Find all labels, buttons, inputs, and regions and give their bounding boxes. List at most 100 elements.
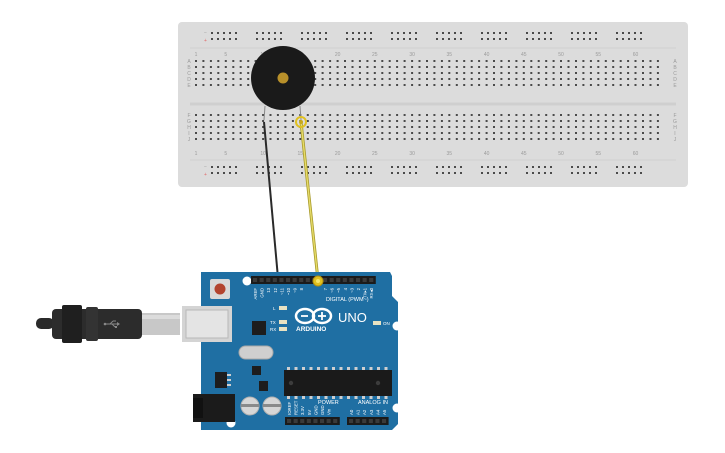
breadboard-hole[interactable] (649, 60, 652, 62)
breadboard-hole[interactable] (232, 114, 235, 116)
breadboard-hole[interactable] (247, 132, 250, 134)
breadboard-hole[interactable] (627, 84, 630, 86)
breadboard-hole[interactable] (440, 72, 443, 74)
rail-hole[interactable] (370, 38, 372, 40)
breadboard-hole[interactable] (619, 114, 622, 116)
breadboard-hole[interactable] (522, 66, 525, 68)
breadboard-hole[interactable] (202, 120, 205, 122)
rail-hole[interactable] (370, 172, 372, 174)
breadboard-hole[interactable] (262, 114, 265, 116)
header-pin[interactable] (299, 278, 304, 282)
breadboard-hole[interactable] (209, 120, 212, 122)
breadboard-hole[interactable] (239, 126, 242, 128)
breadboard-hole[interactable] (649, 138, 652, 140)
breadboard-hole[interactable] (656, 66, 659, 68)
breadboard-hole[interactable] (493, 84, 495, 86)
rail-hole[interactable] (571, 32, 573, 34)
breadboard-hole[interactable] (224, 78, 227, 80)
breadboard-hole[interactable] (224, 126, 227, 128)
breadboard-hole[interactable] (239, 138, 242, 140)
header-pin[interactable] (320, 419, 325, 423)
rail-hole[interactable] (544, 38, 546, 40)
breadboard-hole[interactable] (619, 132, 622, 134)
rail-hole[interactable] (217, 166, 219, 168)
breadboard-hole[interactable] (515, 138, 518, 140)
breadboard-hole[interactable] (530, 78, 533, 80)
breadboard-hole[interactable] (448, 78, 451, 80)
header-pin[interactable] (292, 278, 297, 282)
breadboard-hole[interactable] (537, 78, 540, 80)
breadboard-hole[interactable] (418, 66, 421, 68)
breadboard-hole[interactable] (381, 132, 384, 134)
breadboard-hole[interactable] (589, 66, 592, 68)
breadboard-hole[interactable] (552, 66, 555, 68)
breadboard-hole[interactable] (426, 138, 428, 140)
breadboard-hole[interactable] (306, 126, 309, 128)
breadboard-hole[interactable] (575, 132, 577, 134)
breadboard-hole[interactable] (500, 138, 503, 140)
rail-hole[interactable] (397, 166, 399, 168)
rail-hole[interactable] (223, 166, 225, 168)
breadboard-hole[interactable] (373, 126, 376, 128)
breadboard-hole[interactable] (552, 60, 555, 62)
breadboard-hole[interactable] (627, 72, 630, 74)
breadboard-hole[interactable] (470, 84, 473, 86)
breadboard-hole[interactable] (470, 72, 473, 74)
breadboard-hole[interactable] (358, 72, 361, 74)
breadboard-hole[interactable] (515, 60, 518, 62)
breadboard-hole[interactable] (500, 72, 503, 74)
breadboard-hole[interactable] (396, 138, 399, 140)
breadboard-hole[interactable] (217, 138, 220, 140)
rail-hole[interactable] (532, 32, 534, 34)
breadboard-hole[interactable] (455, 138, 458, 140)
breadboard-hole[interactable] (455, 126, 458, 128)
breadboard-hole[interactable] (232, 84, 235, 86)
breadboard-hole[interactable] (440, 114, 443, 116)
breadboard-hole[interactable] (411, 132, 414, 134)
rail-hole[interactable] (370, 166, 372, 168)
breadboard-hole[interactable] (560, 126, 562, 128)
breadboard-hole[interactable] (291, 138, 294, 140)
breadboard-hole[interactable] (642, 60, 644, 62)
breadboard-hole[interactable] (463, 78, 466, 80)
rail-hole[interactable] (364, 38, 366, 40)
breadboard-hole[interactable] (351, 132, 354, 134)
breadboard-hole[interactable] (463, 126, 466, 128)
breadboard-hole[interactable] (560, 132, 562, 134)
breadboard-hole[interactable] (448, 84, 451, 86)
header-pin[interactable] (287, 419, 292, 423)
breadboard-hole[interactable] (448, 132, 451, 134)
breadboard-hole[interactable] (589, 138, 592, 140)
breadboard-hole[interactable] (545, 60, 548, 62)
breadboard-hole[interactable] (604, 72, 607, 74)
breadboard-hole[interactable] (381, 126, 384, 128)
breadboard-hole[interactable] (552, 114, 555, 116)
breadboard-hole[interactable] (642, 78, 644, 80)
rail-hole[interactable] (415, 166, 417, 168)
breadboard-hole[interactable] (403, 120, 406, 122)
breadboard-hole[interactable] (463, 114, 466, 116)
breadboard-hole[interactable] (291, 126, 294, 128)
breadboard-hole[interactable] (597, 114, 600, 116)
rail-hole[interactable] (301, 172, 303, 174)
breadboard-hole[interactable] (247, 72, 250, 74)
breadboard-hole[interactable] (582, 126, 585, 128)
rail-hole[interactable] (391, 32, 393, 34)
breadboard-hole[interactable] (522, 60, 525, 62)
breadboard-hole[interactable] (478, 120, 481, 122)
breadboard-hole[interactable] (634, 138, 637, 140)
rail-hole[interactable] (634, 32, 636, 34)
rail-hole[interactable] (571, 172, 573, 174)
rail-hole[interactable] (481, 32, 483, 34)
breadboard-hole[interactable] (344, 126, 346, 128)
breadboard-hole[interactable] (500, 78, 503, 80)
breadboard-hole[interactable] (336, 66, 339, 68)
breadboard[interactable]: 1155101015152020252530303535404045455050… (178, 22, 688, 187)
breadboard-hole[interactable] (612, 114, 615, 116)
breadboard-hole[interactable] (649, 114, 652, 116)
rail-hole[interactable] (448, 166, 450, 168)
rail-hole[interactable] (550, 166, 552, 168)
breadboard-hole[interactable] (373, 114, 376, 116)
breadboard-hole[interactable] (358, 78, 361, 80)
